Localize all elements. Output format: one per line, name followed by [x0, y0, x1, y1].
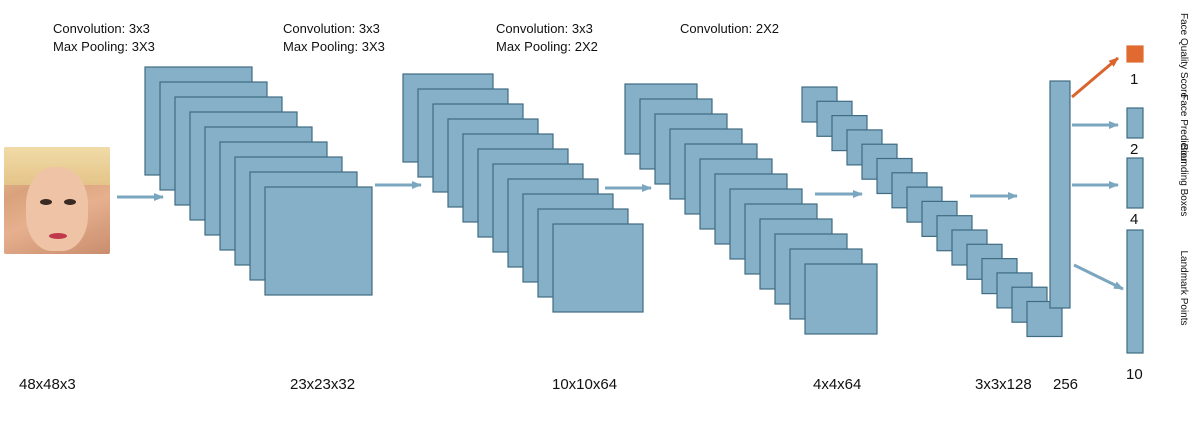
landmark-arrow — [1073, 263, 1124, 291]
output-heads — [1071, 45, 1144, 354]
stage1-label: Convolution: 3x3 Max Pooling: 3X3 — [53, 20, 155, 56]
layer3-feature-map — [804, 263, 878, 335]
stage3-conv-label: Convolution: 3x3 — [496, 21, 593, 36]
stage3-label: Convolution: 3x3 Max Pooling: 2X2 — [496, 20, 598, 56]
landmark-label: Landmark Points — [1178, 250, 1189, 326]
prediction-count: 2 — [1130, 141, 1139, 158]
stage2-conv-label: Convolution: 3x3 — [283, 21, 380, 36]
layer2-feature-map — [552, 223, 644, 313]
bbox-label: Bounding Boxes — [1178, 143, 1189, 217]
input-dim-label: 48x48x3 — [19, 376, 76, 393]
stage4-conv-label: Convolution: 2X2 — [680, 21, 780, 36]
left-eye — [40, 199, 52, 205]
feature-map-stacks — [144, 66, 1071, 338]
stage1-conv-label: Convolution: 3x3 — [53, 21, 150, 36]
layer1-feature-map — [264, 186, 373, 296]
fc-layer-bar — [1049, 80, 1071, 309]
stage3-pool-label: Max Pooling: 2X2 — [496, 39, 598, 54]
quality-arrow — [1071, 56, 1119, 99]
stage2-label: Convolution: 3x3 Max Pooling: 3X3 — [283, 20, 385, 56]
stage4-label: Convolution: 2X2 — [680, 20, 779, 38]
bounding-boxes-box — [1126, 157, 1144, 209]
right-eye — [64, 199, 76, 205]
layer3-dim-label: 4x4x64 — [813, 376, 862, 393]
quality-label: Face Quality Score — [1178, 13, 1189, 99]
stage2-pool-label: Max Pooling: 3X3 — [283, 39, 385, 54]
landmark-points-box — [1126, 229, 1144, 354]
face-mouth — [49, 233, 67, 239]
layer2-dim-label: 10x10x64 — [552, 376, 618, 393]
quality-count: 1 — [1130, 71, 1139, 88]
quality-score-box — [1126, 45, 1144, 63]
stage1-pool-label: Max Pooling: 3X3 — [53, 39, 155, 54]
fc-dim-label: 256 — [1053, 376, 1079, 393]
layer4-dim-label: 3x3x128 — [975, 376, 1032, 393]
face-prediction-box — [1126, 107, 1144, 139]
flow-arrows — [117, 181, 1018, 201]
input-face-image — [4, 147, 110, 254]
layer1-dim-label: 23x23x32 — [290, 376, 356, 393]
landmark-count: 10 — [1126, 366, 1143, 383]
bbox-count: 4 — [1130, 211, 1139, 228]
